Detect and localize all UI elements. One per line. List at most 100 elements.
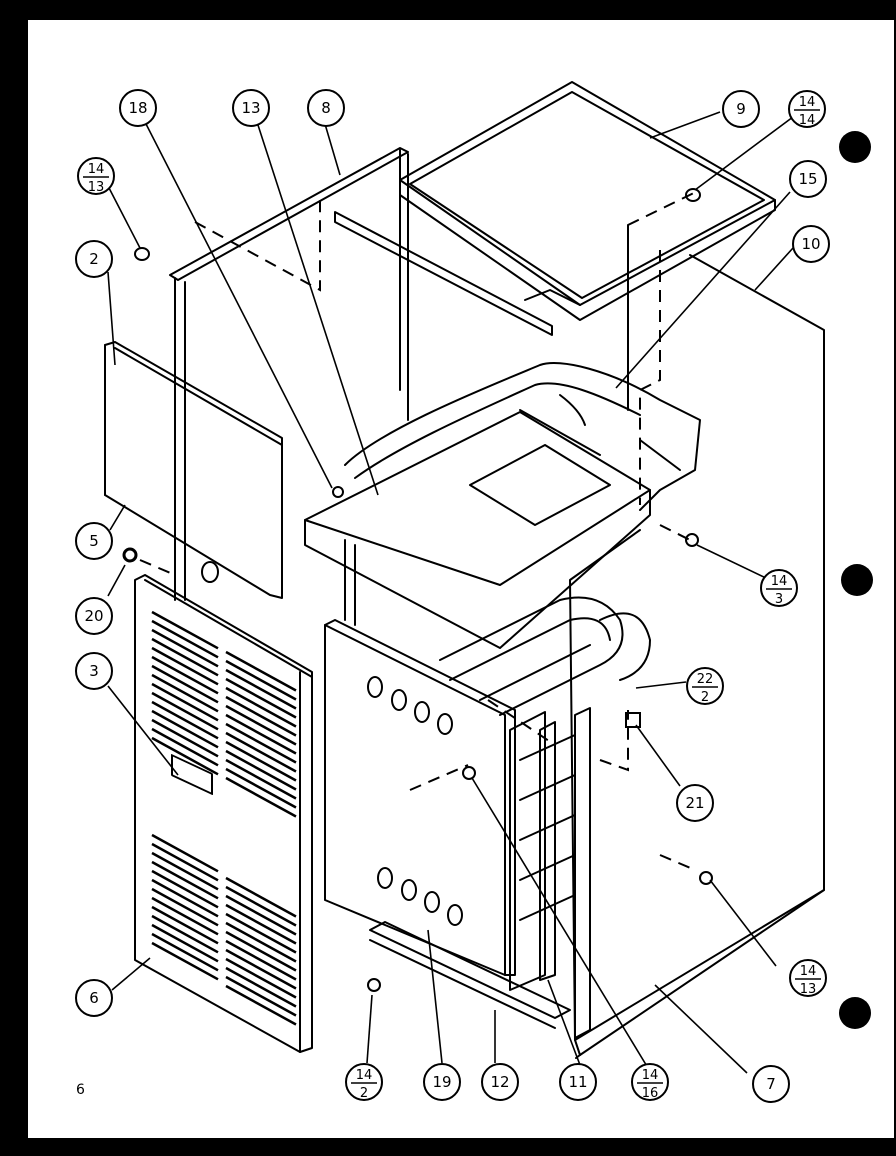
louver-slat [151,646,219,686]
louver-slat [151,923,219,963]
callout-8: 8 [321,99,331,117]
louver-slat [225,957,297,999]
louver-slat [151,932,219,972]
left-side-panel [169,147,409,601]
louver-slat [151,628,219,668]
louver-slat [151,637,219,677]
fraction-bars [83,109,821,1084]
door-holes [367,676,463,926]
callout-12: 12 [490,1073,509,1091]
louver-slat [151,833,219,873]
callout-14-16-den: 16 [642,1086,659,1101]
callout-14-14-den: 14 [799,113,816,128]
callout-14-13-left-den: 13 [88,180,105,195]
louver-slat [151,727,219,767]
leader-lines [107,107,806,1074]
louver-slat [225,885,297,927]
filter-access-panel [104,341,283,599]
clip-icon [625,712,641,728]
callout-11: 11 [568,1073,587,1091]
binder-hole-bottom [839,997,871,1029]
louver-slat [225,912,297,954]
louver-slat [151,860,219,900]
deck-panel [304,411,651,649]
louver-slat [225,650,297,692]
louver-slat [151,655,219,695]
callout-14-16-num: 14 [642,1068,659,1083]
louver-slat [225,695,297,737]
louver-slat [151,673,219,713]
callout-15: 15 [798,170,817,188]
louver-slat [225,984,297,1026]
louver-slat [151,718,219,758]
grommet-icon [122,547,138,563]
louver-slat [225,894,297,936]
screw-icon [367,978,381,992]
heat-exchanger [439,596,651,716]
callout-21: 21 [685,794,704,812]
louver-slat [225,704,297,746]
louver-slat [151,887,219,927]
louver-slat [225,677,297,719]
louver-slat [151,905,219,945]
callout-14-13-left-num: 14 [88,162,105,177]
binder-hole-top [839,131,871,163]
callout-14-3-num: 14 [771,574,788,589]
callout-14-2-den: 2 [360,1086,368,1101]
louver-slat [151,619,219,659]
fasteners [122,188,713,992]
louver-slat [151,851,219,891]
screw-icon [332,486,344,498]
louver-slat [225,776,297,818]
page-number: 6 [76,1082,85,1098]
louver-slat [225,758,297,800]
callout-3: 3 [89,662,99,680]
louver-slat [151,682,219,722]
callout-6: 6 [89,989,99,1007]
louver-slat [225,903,297,945]
louver-slat [225,731,297,773]
louver-slat [225,740,297,782]
louver-slat [151,610,219,650]
screw-icon [699,871,713,885]
callout-14-14-num: 14 [799,95,816,110]
louver-slat [225,921,297,963]
blower-housing [344,362,701,511]
louver-slat [151,878,219,918]
louver-slat [225,713,297,755]
callout-14-3-den: 3 [775,592,783,607]
louver-slat [151,691,219,731]
louver-slat [151,914,219,954]
screw-icon [462,766,476,780]
louver-slat [225,749,297,791]
callout-18: 18 [128,99,147,117]
louver-slat [151,842,219,882]
callout-13: 13 [241,99,260,117]
louver-slat [225,939,297,981]
callout-9: 9 [736,100,746,118]
louver-slat [225,948,297,990]
louver-slat [151,664,219,704]
callout-14-13-right-num: 14 [800,964,817,979]
callout-14-13-right-den: 13 [800,982,817,997]
callout-2: 2 [89,250,99,268]
louver-slat [225,668,297,710]
callout-5: 5 [89,532,99,550]
paper [28,20,894,1138]
callout-10: 10 [801,235,820,253]
louver-slat [225,876,297,918]
louver-slat [225,722,297,764]
callout-20: 20 [84,607,103,625]
screw-icon [685,188,701,202]
louver-slat [225,767,297,809]
assembly-lines [139,189,701,871]
callout-19: 19 [432,1073,451,1091]
louver-slat [225,966,297,1008]
louver-slat [151,941,219,981]
screw-icon [134,247,150,261]
louvers [151,610,297,1026]
callout-22-2-num: 22 [697,672,714,687]
louver-slat [225,975,297,1017]
